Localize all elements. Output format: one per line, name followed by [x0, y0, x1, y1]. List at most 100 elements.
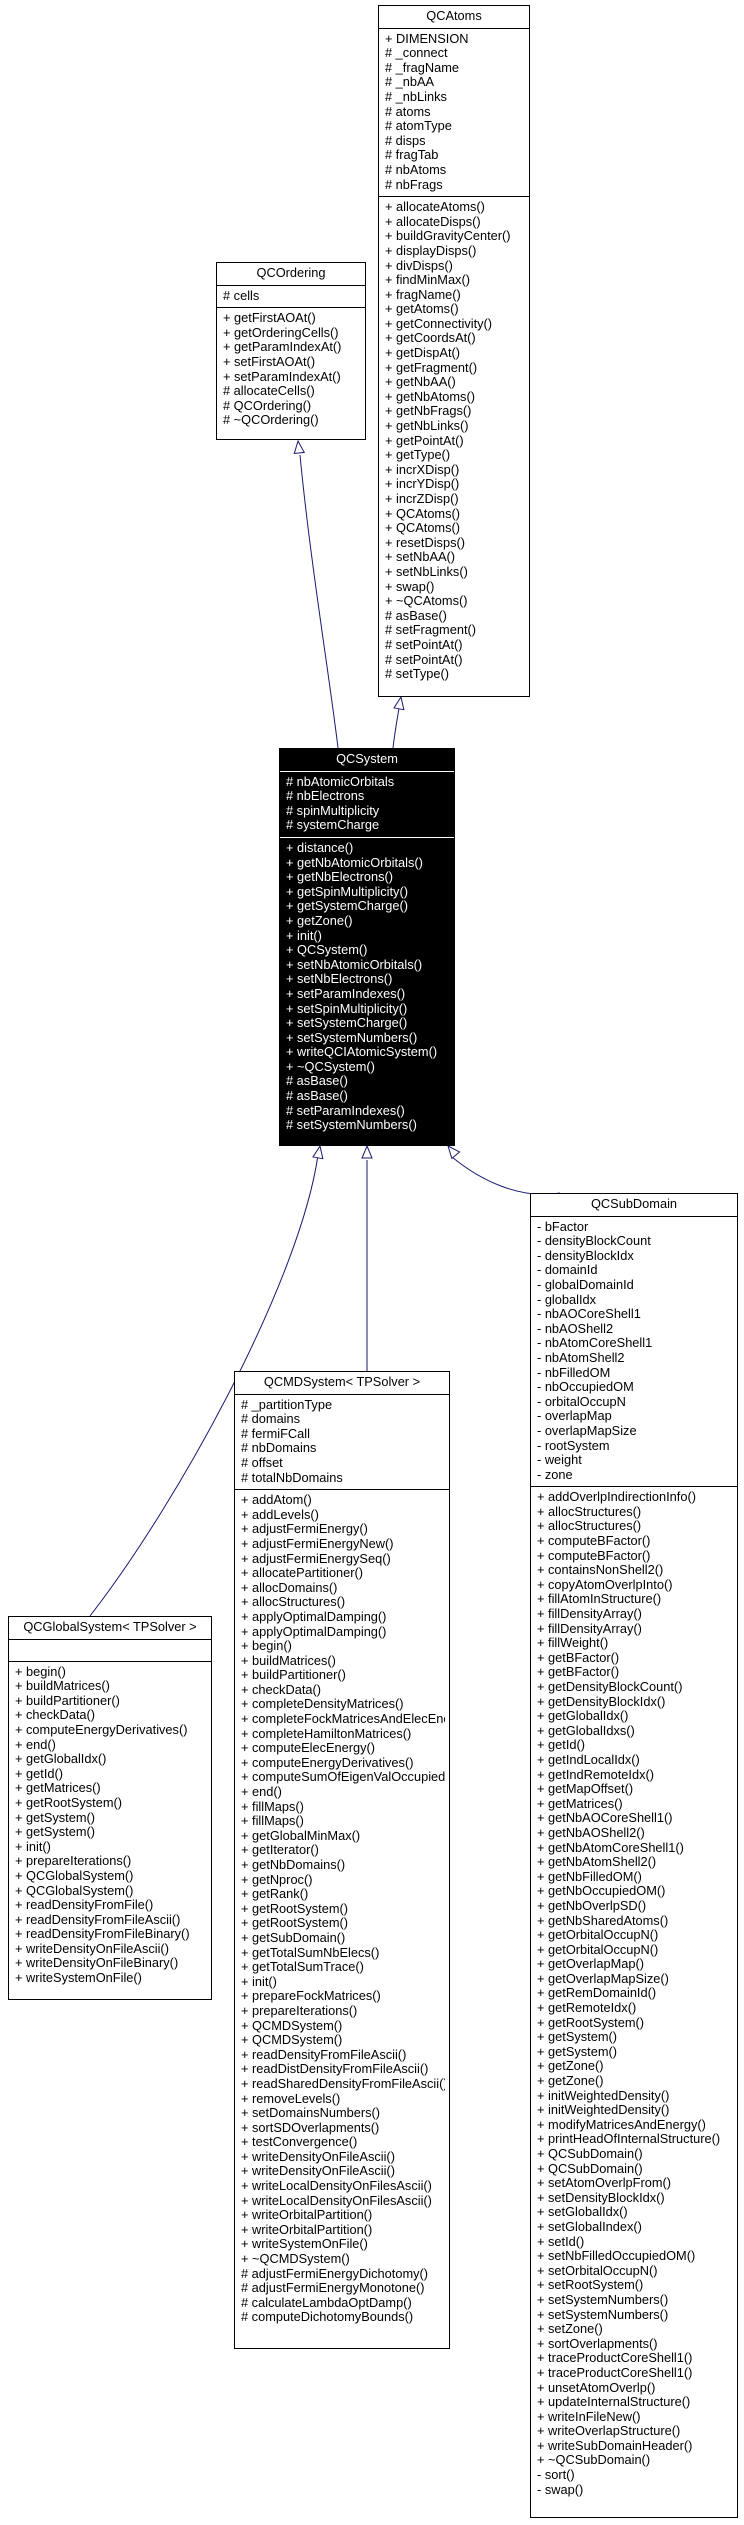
member-line: + readDistDensityFromFileAscii() — [241, 2062, 429, 2077]
member-line: + getNbDomains() — [241, 1858, 346, 1872]
member-line: + computeElecEnergy() — [241, 1741, 376, 1756]
member-line: + readSharedDensityFromFileAscii() — [241, 2076, 445, 2091]
class-qcsubdomain[interactable]: QCSubDomain - bFactor- densityBlockCount… — [530, 1193, 738, 2518]
member-line: + removeLevels() — [241, 2091, 341, 2106]
member-line: - bFactor — [537, 1219, 589, 1234]
member-line: + incrZDisp() — [385, 492, 459, 506]
member-line: + begin() — [15, 1664, 66, 1679]
member-line: + computeBFactor() — [537, 1534, 651, 1549]
class-qcordering[interactable]: QCOrdering # cells + getFirstAOAt()+ get… — [216, 262, 366, 440]
member-line: + getOrbitalOccupN() — [537, 1942, 659, 1957]
member-line: + addLevels() — [241, 1507, 319, 1522]
member-line: # nbDomains — [241, 1441, 317, 1456]
member-line: + setParamIndexes() — [286, 986, 406, 1001]
member-line: - domainId — [537, 1263, 598, 1278]
member-line: + setGlobalIndex() — [537, 2219, 642, 2234]
member-line: + getIndRemoteIdx() — [537, 1767, 655, 1782]
member-line: + getMatrices() — [537, 1796, 623, 1811]
member-line: + getDensityBlockIdx() — [537, 1694, 666, 1709]
member-line: + setParamIndexAt() — [223, 369, 341, 384]
member-line: + getNbAtoms() — [385, 389, 475, 404]
member-line: # QCOrdering() — [223, 398, 312, 413]
class-qcsystem[interactable]: QCSystem # nbAtomicOrbitals# nbElectrons… — [279, 748, 455, 1146]
member-line: # _fragName — [385, 60, 459, 75]
class-qcatoms[interactable]: QCAtoms + DIMENSION# _connect# _fragName… — [378, 5, 530, 697]
member-line: - swap() — [537, 2482, 584, 2497]
member-line: + distance() — [286, 840, 354, 855]
attributes-section: # cells — [217, 286, 365, 308]
member-line: + setAtomOverlpFrom() — [537, 2176, 672, 2191]
member-line: - nbFilledOM — [537, 1365, 611, 1380]
member-line: + getSystem() — [537, 2044, 618, 2059]
methods-section: + allocateAtoms()+ allocateDisps()+ buil… — [379, 196, 529, 686]
member-line: - densityBlockCount — [537, 1234, 651, 1249]
member-line: + fillWeight() — [537, 1636, 609, 1651]
member-line: + prepareIterations() — [241, 2003, 358, 2018]
member-line: - globalDomainId — [537, 1277, 634, 1292]
member-line: + readDensityFromFileAscii() — [15, 1912, 181, 1927]
member-line: # adjustFermiEnergyMonotone() — [241, 2281, 425, 2296]
member-line: + modifyMatricesAndEnergy() — [537, 2117, 706, 2132]
member-line: + setSystemNumbers() — [537, 2307, 669, 2322]
member-line: + fillDensityArray() — [537, 1607, 642, 1622]
member-line: + getNbElectrons() — [286, 870, 394, 885]
member-line: # domains — [241, 1412, 301, 1427]
member-line: + completeHamiltonMatrices() — [241, 1726, 412, 1741]
member-line: + buildGravityCenter() — [385, 229, 511, 244]
member-line: # spinMultiplicity — [286, 803, 380, 818]
edge-qcordering-to-qcsystem — [299, 454, 339, 749]
member-line: + getOrderingCells() — [223, 325, 339, 340]
member-line: + setZone() — [537, 2322, 603, 2337]
member-line: + getTotalSumNbElecs() — [241, 1945, 380, 1960]
edge-qcatoms-to-qcsystem — [392, 707, 400, 749]
member-line: - weight — [537, 1453, 582, 1468]
member-line: + QCMDSystem() — [241, 2018, 343, 2033]
methods-section: + addOverlpIndirectionInfo()+ allocStruc… — [531, 1486, 737, 2501]
member-line: + QCAtoms() — [385, 521, 461, 536]
member-line: # disps — [385, 133, 426, 148]
member-line: + ~QCSubDomain() — [537, 2453, 651, 2468]
member-line: + end() — [241, 1785, 282, 1800]
member-line: # totalNbDomains — [241, 1470, 343, 1485]
member-line: + writeDensityOnFileAscii() — [241, 2164, 395, 2179]
member-line: + getId() — [15, 1766, 64, 1781]
member-line: + fillMaps() — [241, 1799, 304, 1814]
member-line: + checkData() — [241, 1682, 322, 1697]
member-line: + initWeightedDensity() — [537, 2103, 670, 2118]
member-line: + readDensityFromFile() — [15, 1898, 154, 1913]
member-line: + getNbAtomicOrbitals() — [286, 855, 423, 870]
member-line: + init() — [241, 1974, 277, 1989]
attributes-section: # nbAtomicOrbitals# nbElectrons# spinMul… — [280, 772, 454, 837]
member-line: - zone — [537, 1467, 573, 1482]
member-line: # asBase() — [385, 608, 447, 623]
member-line: + init() — [15, 1839, 51, 1854]
member-line: + getRootSystem() — [241, 1901, 349, 1916]
member-line: + sortSDOverlapments() — [241, 2120, 380, 2135]
member-line: + setSpinMultiplicity() — [286, 1001, 408, 1016]
class-qcglobalsystem[interactable]: QCGlobalSystem< TPSolver > + begin()+ bu… — [8, 1616, 212, 2000]
member-line: + getNbAtomCoreShell1() — [537, 1840, 684, 1855]
inheritance-arrowhead — [293, 439, 306, 455]
member-line: + QCMDSystem() — [241, 2033, 343, 2048]
member-line: + setDensityBlockIdx() — [537, 2190, 665, 2205]
member-line: # asBase() — [286, 1074, 348, 1089]
class-qcmdsystem[interactable]: QCMDSystem< TPSolver > # _partitionType#… — [234, 1371, 450, 2349]
member-line: + getType() — [385, 448, 451, 463]
edge-qcsystem-to-qcsubdomain — [451, 1156, 561, 1195]
member-line: + writeSystemOnFile() — [241, 2237, 368, 2252]
member-line: + getNproc() — [241, 1872, 313, 1887]
member-line: + setNbAtomicOrbitals() — [286, 957, 423, 972]
member-line: + allocStructures() — [241, 1595, 346, 1610]
member-line: + QCSystem() — [286, 943, 368, 958]
methods-section: + addAtom()+ addLevels()+ adjustFermiEne… — [235, 1489, 449, 2329]
class-name: QCSystem — [280, 749, 454, 772]
member-line: + writeDensityOnFileAscii() — [241, 2149, 395, 2164]
member-line: + getMapOffset() — [537, 1782, 634, 1797]
member-line: + addOverlpIndirectionInfo() — [537, 1490, 696, 1505]
inheritance-arrowhead — [447, 1145, 461, 1160]
member-line: + QCSubDomain() — [537, 2147, 643, 2161]
attributes-section — [9, 1640, 211, 1661]
member-line: + testConvergence() — [241, 2135, 358, 2150]
member-line: + getTotalSumTrace() — [241, 1960, 364, 1975]
member-line: # systemCharge — [286, 818, 380, 833]
